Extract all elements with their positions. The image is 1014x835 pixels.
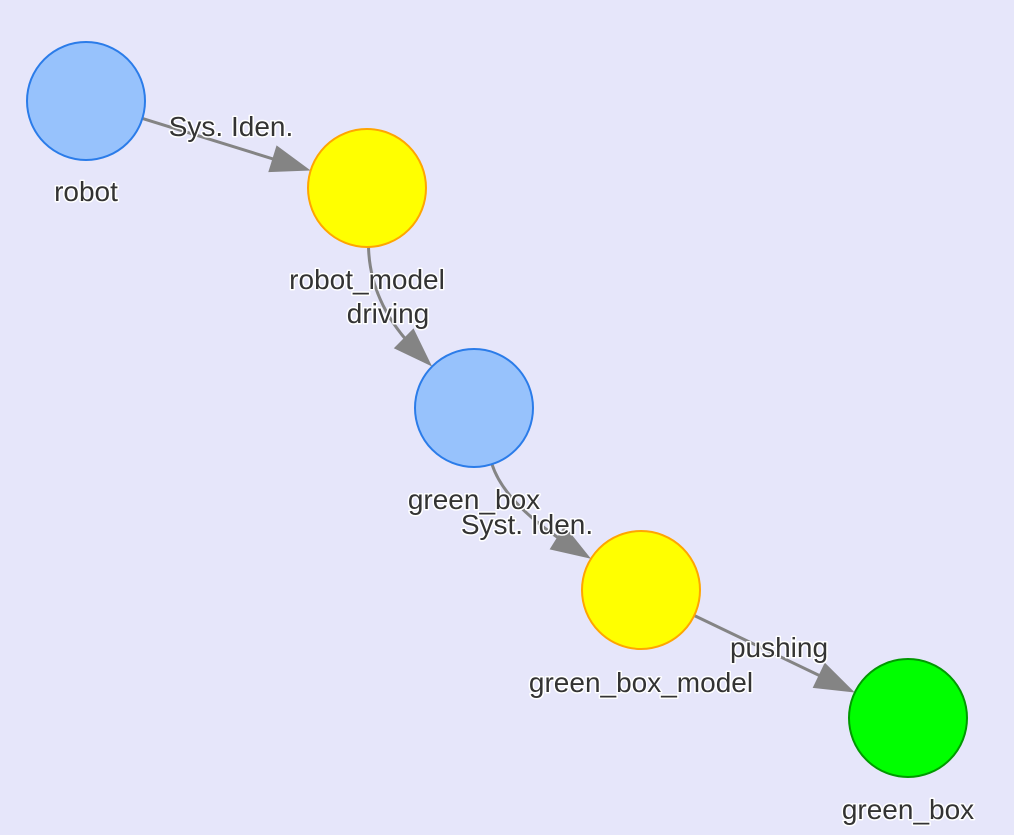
- edge-arrowhead-icon: [268, 145, 311, 173]
- edge-line-1[interactable]: [141, 117, 292, 167]
- edge-label: pushing: [730, 632, 828, 663]
- node-robot-model[interactable]: [307, 128, 427, 248]
- edges-layer: [141, 117, 855, 693]
- edge-arrowhead-icon: [393, 328, 433, 367]
- edge-line-4[interactable]: [693, 614, 838, 686]
- node-label: robot: [54, 176, 118, 207]
- edge-label: Syst. Iden.: [461, 509, 593, 540]
- edge-label: driving: [347, 298, 429, 329]
- edge-arrowhead-icon: [549, 525, 591, 559]
- node-label: robot_model: [289, 264, 445, 295]
- edge-label: Sys. Iden.: [169, 111, 294, 142]
- node-green-box[interactable]: [414, 348, 534, 468]
- nodes-layer: [26, 41, 968, 778]
- node-green-box-model[interactable]: [581, 530, 701, 650]
- node-label: green_box_model: [529, 667, 753, 698]
- node-label: green_box: [408, 484, 540, 515]
- node-label: green_box: [842, 794, 974, 825]
- node-green-box-2[interactable]: [848, 658, 968, 778]
- node-robot[interactable]: [26, 41, 146, 161]
- edge-arrowhead-icon: [812, 662, 855, 693]
- labels-layer: green_box green_box_model green_box robot_m…: [53, 110, 976, 827]
